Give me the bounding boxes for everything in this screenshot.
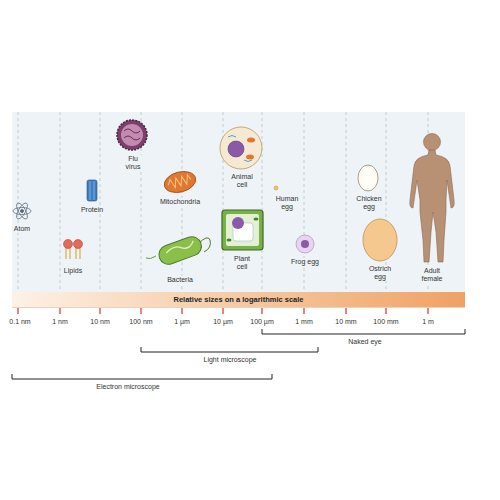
scale-value: 10 µm (212, 318, 234, 326)
animal-cell-icon (220, 127, 262, 169)
scale-value: 100 mm (372, 318, 399, 326)
scale-title: Relative sizes on a logarithmic scale (173, 295, 303, 304)
protein-icon (87, 180, 97, 201)
scale-value: 10 mm (334, 318, 357, 326)
scale-value: 100 µm (249, 318, 275, 326)
part-label: Mitochondria (159, 198, 201, 206)
lipid-icon (64, 240, 83, 260)
scale-value: 10 nm (89, 318, 110, 326)
plant-cell-icon (222, 210, 263, 250)
part-label: Frog egg (290, 258, 320, 266)
scale-value: 1 m (421, 318, 435, 326)
part-label: Flu virus (121, 155, 145, 171)
atom-icon (13, 201, 31, 220)
range-label: Light microscope (203, 356, 258, 364)
ostrich-egg-icon (363, 219, 397, 261)
part-label: Chicken egg (353, 195, 385, 211)
scale-value: 1 mm (294, 318, 314, 326)
scale-value: 100 nm (128, 318, 153, 326)
part-label: Plant cell (228, 255, 256, 271)
part-label: Atom (13, 225, 31, 233)
bacteria-icon (146, 234, 210, 267)
mitochondria-icon (162, 168, 198, 196)
part-label: Human egg (271, 195, 303, 211)
human-egg-icon (274, 186, 278, 190)
part-label: Bacteria (166, 276, 194, 284)
virus-icon (117, 120, 147, 150)
part-label: Lipids (63, 267, 83, 275)
scale-ticks (18, 308, 428, 314)
human-figure (410, 134, 454, 263)
scale-bar: Relative sizes on a logarithmic scale (12, 292, 465, 307)
range-label: Electron microscope (95, 383, 160, 391)
grid-lines (18, 112, 428, 292)
scale-value: 1 µm (173, 318, 191, 326)
scale-value: 0.1 nm (8, 318, 31, 326)
part-label: Adult female (416, 267, 448, 283)
range-brackets (12, 329, 465, 379)
frog-egg-icon (296, 235, 314, 253)
part-label: Ostrich egg (364, 265, 396, 281)
chicken-egg-icon (358, 165, 378, 191)
scale-value: 1 nm (51, 318, 69, 326)
part-label: Animal cell (228, 173, 256, 189)
part-label: Protein (80, 206, 104, 214)
panel-ground (12, 112, 465, 292)
range-label: Naked eye (347, 338, 382, 346)
